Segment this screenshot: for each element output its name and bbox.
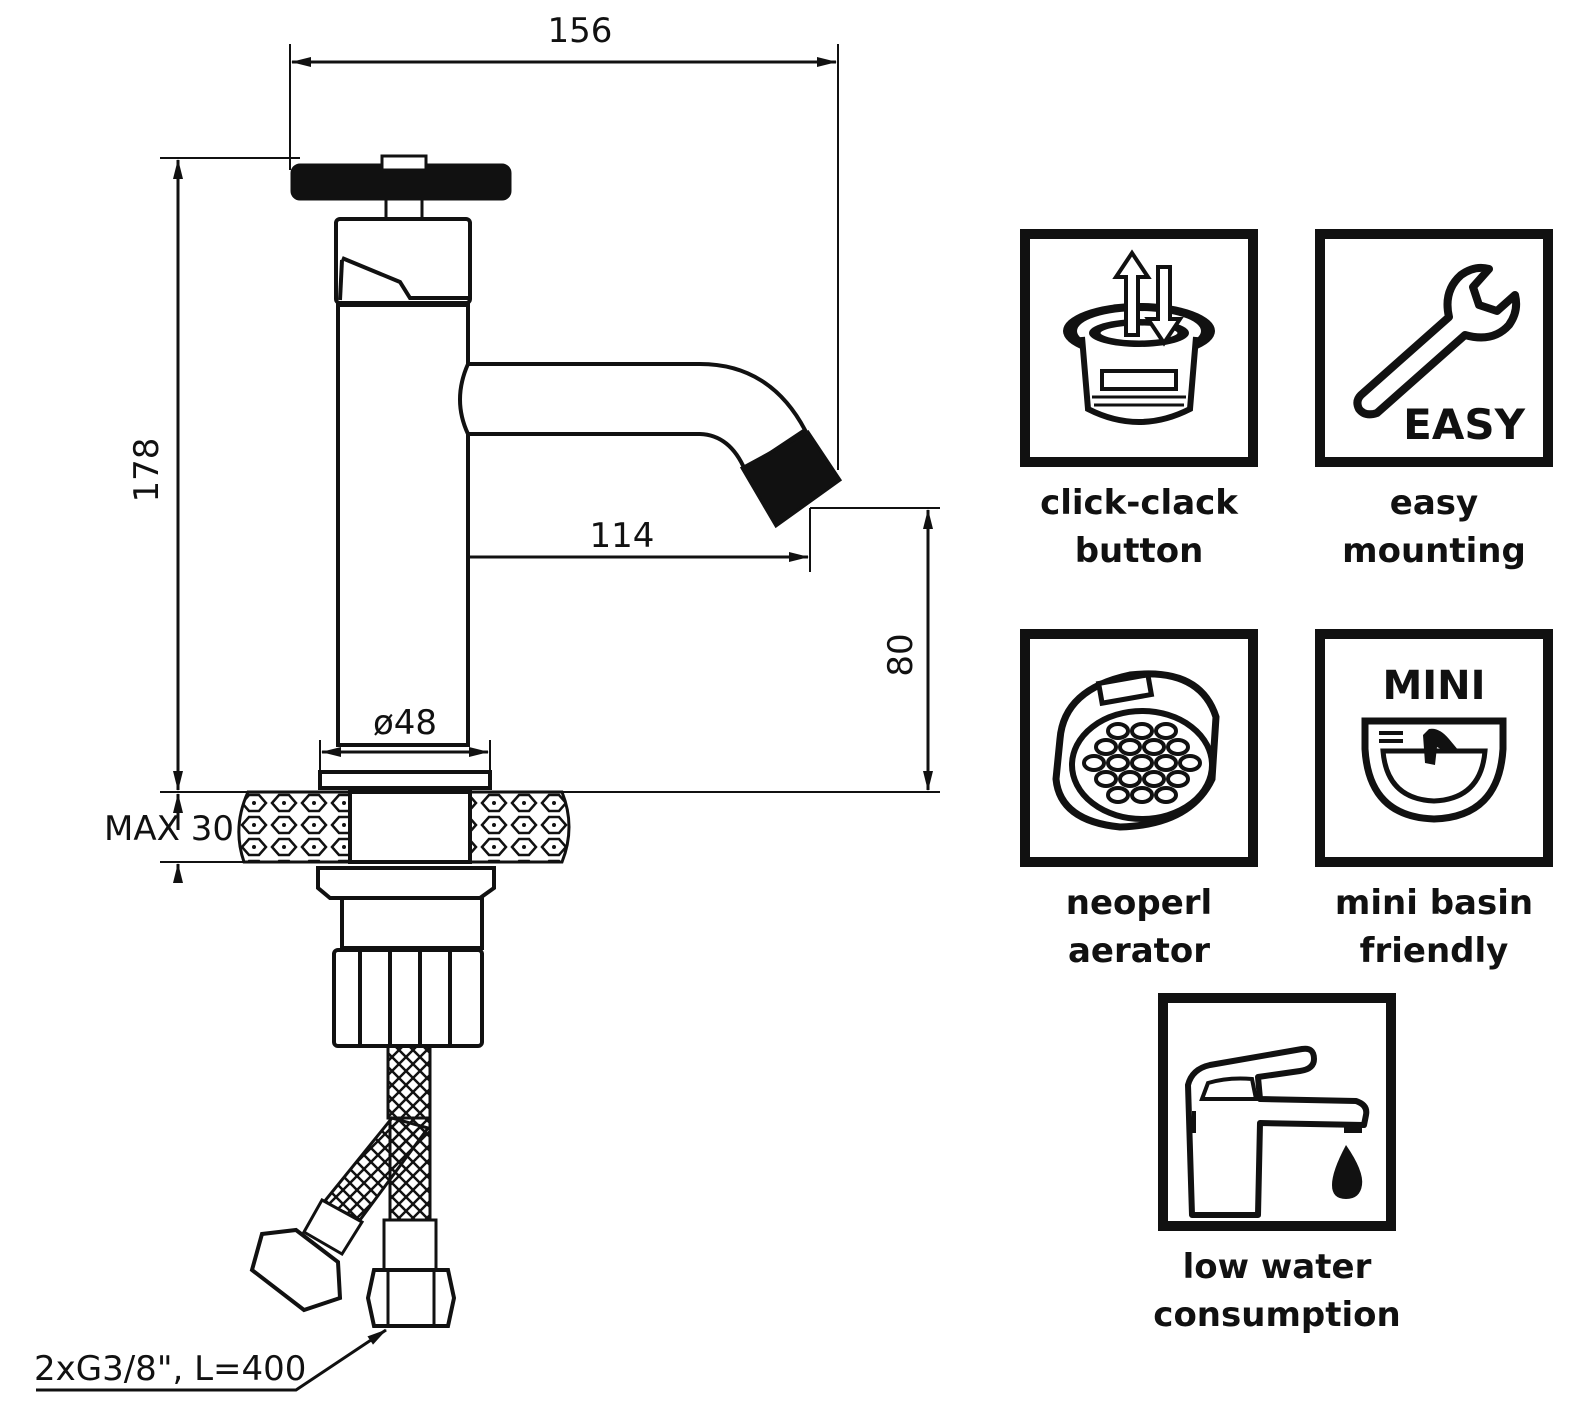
feature-mini-basin: MINI mini basin friendly: [1309, 629, 1559, 975]
aerator-icon: [1020, 629, 1258, 867]
aerator-hole: [1118, 738, 1142, 756]
aerator-hole: [1154, 754, 1178, 772]
aerator-hole: [1130, 754, 1154, 772]
mounting-nut: [332, 948, 484, 1048]
aerator-hole: [1142, 770, 1166, 788]
wrench-icon: EASY: [1315, 229, 1553, 467]
aerator-hole: [1178, 754, 1202, 772]
feature-aerator-line2: aerator: [1067, 931, 1211, 971]
feature-click-clack: click-clack button: [1014, 229, 1264, 575]
faucet-technical-drawing: 156 178 114 80 ø48 MAX 30 2xG3/8", L=400: [34, 11, 940, 1392]
hose-leader-line: [36, 1328, 387, 1392]
aerator-hole: [1142, 738, 1166, 756]
feature-easy-mounting: EASY easy mounting: [1309, 229, 1559, 575]
hose-spec-label: 2xG3/8", L=400: [34, 1349, 306, 1389]
easy-badge: EASY: [1403, 400, 1525, 449]
aerator-hole: [1094, 738, 1118, 756]
handle: [290, 154, 512, 221]
spout: [458, 362, 808, 473]
faucet-drop-icon: [1158, 993, 1396, 1231]
aerator-hole: [1082, 754, 1106, 772]
click-clack-waste-icon: [1020, 229, 1258, 467]
feature-click-clack-line2: button: [1074, 531, 1204, 571]
faucet-head: [334, 217, 472, 305]
mini-basin-icon: MINI: [1315, 629, 1553, 867]
aerator-hole: [1106, 786, 1130, 804]
feature-mini-basin-line1: mini basin: [1334, 883, 1534, 923]
width-dimension-label: 156: [548, 11, 613, 51]
feature-low-water-line2: consumption: [1153, 1295, 1401, 1335]
feature-low-water: low water consumption: [1152, 993, 1402, 1339]
aerator-hole: [1130, 722, 1154, 740]
feature-easy-mounting-line1: easy: [1389, 483, 1479, 523]
aerator-hole: [1106, 754, 1130, 772]
aerator-hole: [1130, 786, 1154, 804]
feature-mini-basin-line2: friendly: [1359, 931, 1509, 971]
countertop: [237, 790, 571, 864]
reach-dimension-label: 114: [590, 516, 655, 556]
max-thickness-label: MAX 30: [104, 809, 234, 849]
aerator-hole: [1106, 722, 1130, 740]
feature-easy-mounting-line2: mounting: [1342, 531, 1526, 571]
aerator-hole: [1166, 770, 1190, 788]
height-dimension-label: 178: [127, 438, 167, 503]
feature-click-clack-line1: click-clack: [1040, 483, 1238, 523]
flex-hoses: [249, 1044, 457, 1328]
aerator-tip: [739, 430, 843, 529]
aerator-hole: [1118, 770, 1142, 788]
aerator-hole: [1154, 786, 1178, 804]
mini-badge: MINI: [1382, 663, 1485, 709]
spout-height-dimension-label: 80: [881, 633, 921, 676]
aerator-hole: [1094, 770, 1118, 788]
mounting-shank: [348, 790, 472, 864]
aerator-hole: [1154, 722, 1178, 740]
feature-aerator: neoperl aerator: [1014, 629, 1264, 975]
faucet-body: [336, 303, 470, 747]
diameter-label: ø48: [373, 703, 437, 743]
feature-aerator-line1: neoperl: [1065, 883, 1213, 923]
feature-low-water-line1: low water: [1182, 1247, 1372, 1287]
aerator-hole: [1166, 738, 1190, 756]
